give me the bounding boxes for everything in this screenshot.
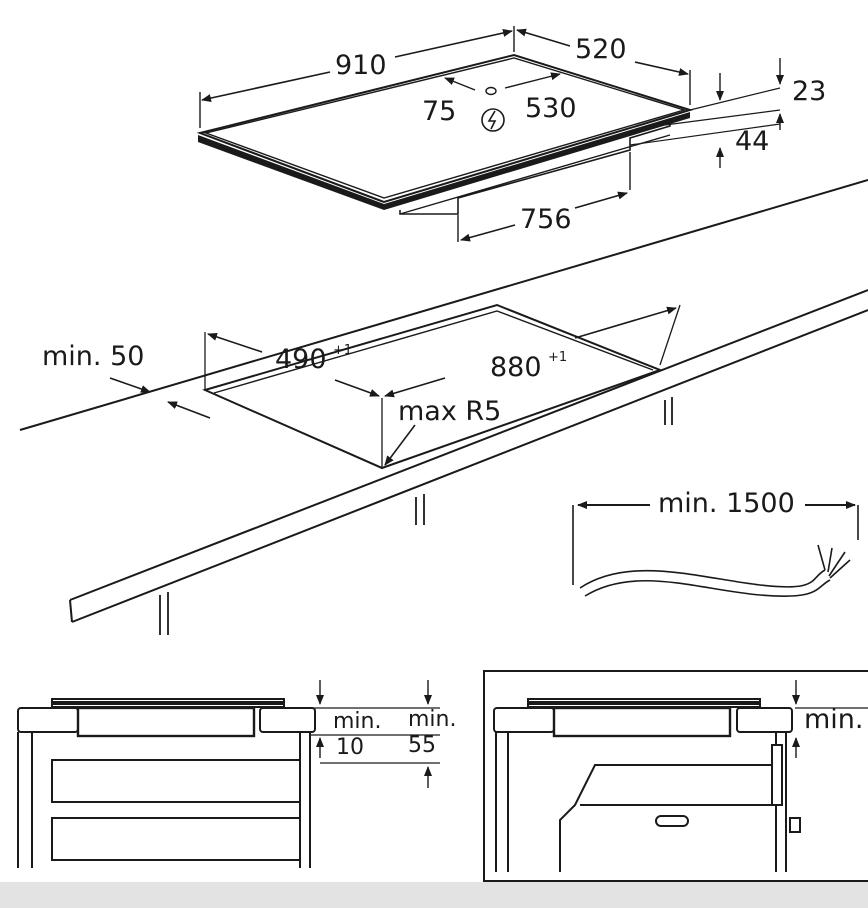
drawer-clear-label: min.: [408, 707, 456, 732]
cable-span-label: 530: [525, 93, 577, 124]
footer-bar: [0, 882, 868, 908]
cutout-opening: [202, 303, 663, 470]
total-thickness-label: 44: [735, 126, 769, 157]
power-icon: [481, 108, 505, 132]
section-drawers: [17, 680, 440, 868]
power-cable-drawing: [572, 501, 859, 597]
hob-glass-edge-right: [384, 112, 690, 210]
cutout-width-tolerance: +1: [548, 350, 567, 365]
glass-thickness-label: 23: [792, 76, 826, 107]
oven-gap-label: min.: [804, 704, 864, 735]
hob-body: [399, 120, 671, 215]
section-oven: [483, 670, 868, 882]
hob-width-label: 910: [335, 50, 387, 81]
drawer-clear-value: 55: [408, 733, 436, 758]
cable-length-label: min. 1500: [658, 488, 795, 519]
hob-depth-label: 520: [575, 34, 627, 65]
worktop-back-edge: [19, 179, 868, 431]
body-width-label: 756: [520, 204, 572, 235]
cutout-depth-tolerance: +1: [333, 343, 352, 358]
drawer-gap-value: 10: [336, 735, 364, 760]
hob-drawing: [196, 26, 784, 242]
corner-radius-label: max R5: [398, 396, 501, 427]
hob-glass-edge: [198, 135, 384, 210]
worktop-front-edge: [69, 289, 868, 601]
countertop-drawing: [19, 179, 868, 635]
cutout-depth-label: 490: [275, 344, 327, 375]
cable-offset-label: 75: [422, 96, 456, 127]
edge-distance-label: min. 50: [42, 341, 144, 372]
cutout-width-label: 880: [490, 352, 542, 383]
drawer-gap-label: min.: [333, 709, 381, 734]
